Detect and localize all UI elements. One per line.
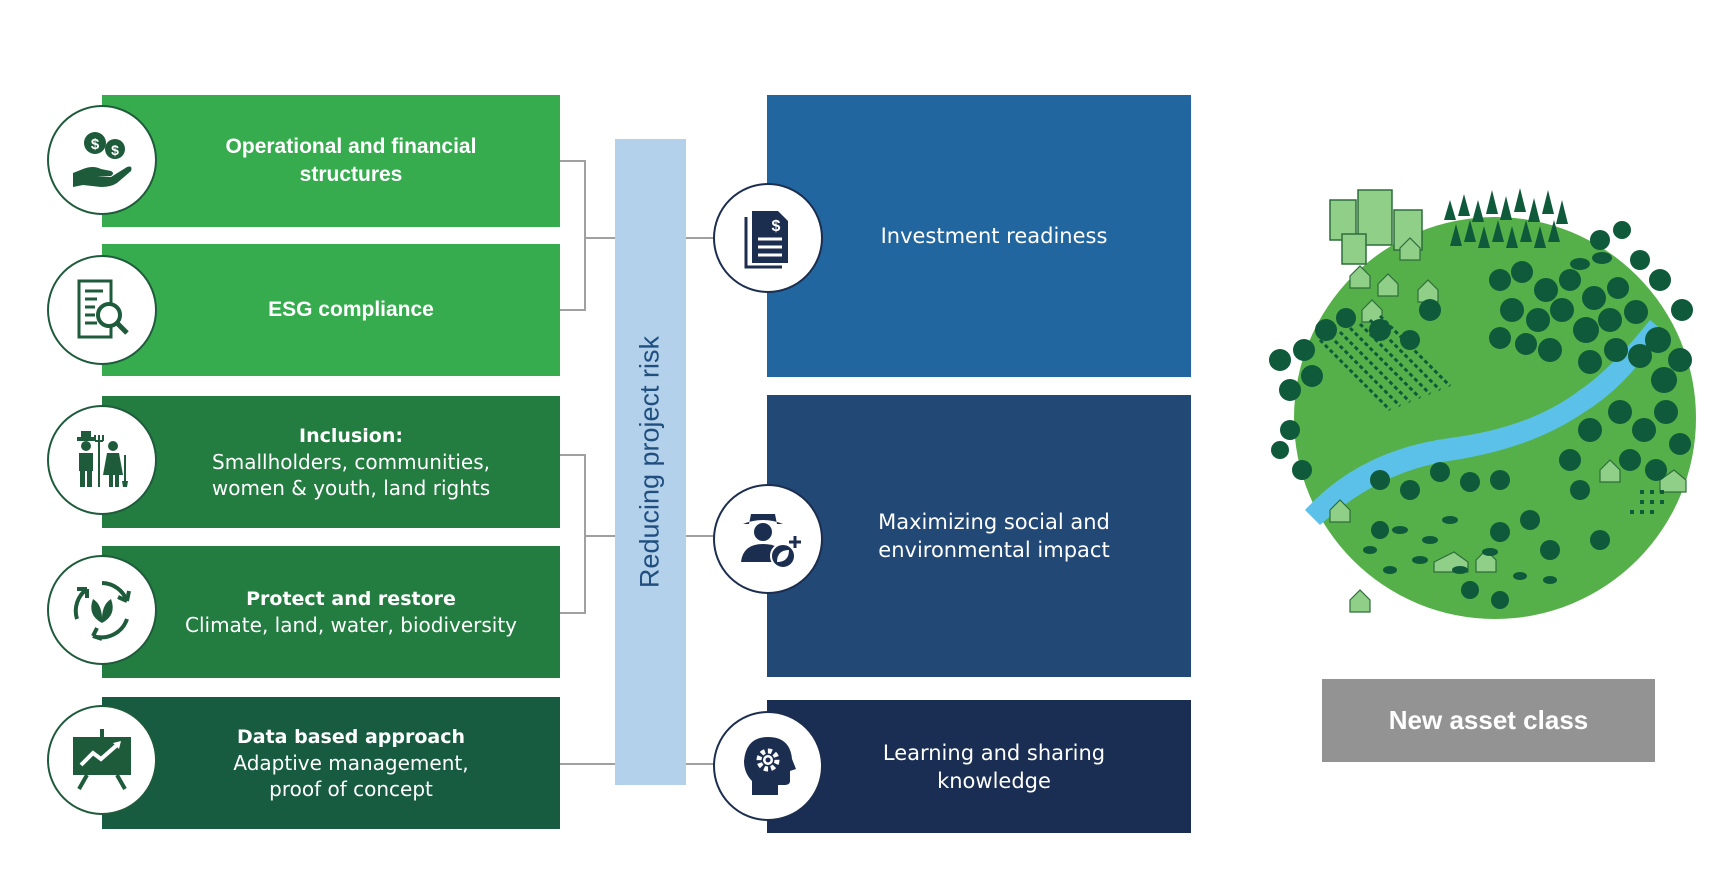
- new-asset-class-box: New asset class: [1322, 679, 1655, 762]
- risk-bar-label: Reducing project risk: [634, 335, 665, 589]
- svg-text:$: $: [111, 142, 119, 158]
- left-item-data: Data based approach Adaptive management,…: [102, 697, 560, 829]
- item-text: proof of concept: [269, 777, 433, 801]
- item-text: knowledge: [937, 768, 1051, 793]
- head-gear-icon: [713, 711, 823, 821]
- connector-line: [560, 309, 585, 311]
- right-item-impact: Maximizing social and environmental impa…: [767, 395, 1191, 677]
- left-item-operational: Operational and financial structures: [102, 95, 560, 227]
- farmers-icon: [47, 405, 157, 515]
- connector-line: [560, 612, 585, 614]
- item-title: Data based approach: [237, 726, 465, 748]
- connector-line: [584, 454, 586, 614]
- landscape-globe-illustration: [1269, 188, 1696, 619]
- item-text: Climate, land, water, biodiversity: [184, 613, 518, 637]
- item-text: Maximizing social and: [878, 510, 1110, 534]
- right-item-learning: Learning and sharing knowledge: [767, 700, 1191, 833]
- farmer-plus-icon: [713, 484, 823, 594]
- item-title: Inclusion:: [299, 425, 403, 447]
- connector-line: [560, 454, 585, 456]
- connector-line: [584, 160, 586, 311]
- connector-line: [560, 160, 585, 162]
- left-item-protect: Protect and restore Climate, land, water…: [102, 546, 560, 678]
- item-text: Learning and sharing: [882, 740, 1106, 765]
- presentation-chart-icon: [47, 705, 157, 815]
- left-item-esg: ESG compliance: [102, 244, 560, 376]
- dollar-document-icon: $: [713, 183, 823, 293]
- risk-bar: [615, 139, 686, 785]
- item-text: ESG compliance: [268, 298, 434, 321]
- svg-text:$: $: [772, 218, 781, 235]
- leaf-cycle-icon: [47, 555, 157, 665]
- item-title: Protect and restore: [246, 588, 456, 610]
- document-search-icon: [47, 255, 157, 365]
- item-text: environmental impact: [878, 538, 1110, 562]
- item-text: Investment readiness: [880, 224, 1108, 248]
- item-text: women & youth, land rights: [211, 476, 491, 500]
- item-text: Operational and financial: [225, 135, 477, 158]
- item-text: structures: [299, 163, 403, 186]
- left-item-inclusion: Inclusion: Smallholders, communities, wo…: [102, 396, 560, 528]
- svg-text:$: $: [91, 136, 100, 153]
- money-hand-icon: $ $: [47, 105, 157, 215]
- item-text: Adaptive management,: [233, 751, 469, 775]
- item-text: Smallholders, communities,: [212, 450, 490, 474]
- right-item-investment: Investment readiness: [767, 95, 1191, 377]
